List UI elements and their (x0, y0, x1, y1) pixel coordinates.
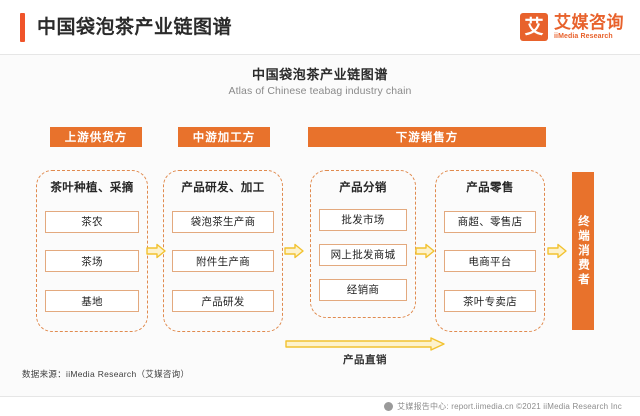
brand-logo: 艾 艾媒咨询 iiMedia Research (520, 13, 624, 41)
direct-sales-arrow-icon (285, 337, 445, 351)
list-item: 产品研发 (172, 290, 274, 313)
page-header: 中国袋泡茶产业链图谱 艾 艾媒咨询 iiMedia Research (0, 0, 640, 55)
band-upstream: 上游供货方 (50, 127, 142, 147)
brand-name-cn: 艾媒咨询 (554, 12, 624, 32)
list-item: 商超、零售店 (444, 210, 536, 233)
brand-name-en: iiMedia Research (554, 32, 613, 40)
list-item: 袋泡茶生产商 (172, 210, 274, 233)
list-item: 批发市场 (319, 208, 407, 231)
stage-item-list: 批发市场 网上批发商城 经销商 (319, 202, 407, 307)
stage-retail: 产品零售 商超、零售店 电商平台 茶叶专卖店 (435, 170, 545, 332)
end-consumer-label: 终端消费者 (577, 214, 589, 288)
stage-item-list: 商超、零售店 电商平台 茶叶专卖店 (444, 202, 536, 321)
list-item: 网上批发商城 (319, 243, 407, 266)
stage-processing: 产品研发、加工 袋泡茶生产商 附件生产商 产品研发 (163, 170, 283, 332)
list-item: 基地 (45, 290, 139, 313)
list-item: 茶叶专卖店 (444, 290, 536, 313)
arrow-right-icon (146, 243, 166, 259)
stage-label: 产品零售 (466, 182, 514, 194)
list-item: 茶场 (45, 250, 139, 273)
stage-item-list: 茶农 茶场 基地 (45, 202, 139, 321)
footer-text: 艾媒报告中心: report.iimedia.cn ©2021 iiMedia … (397, 402, 622, 411)
list-item: 电商平台 (444, 250, 536, 273)
source-note: 数据来源：iiMedia Research（艾媒咨询） (22, 369, 190, 379)
stage-item-list: 袋泡茶生产商 附件生产商 产品研发 (172, 202, 274, 321)
header-accent-bar (20, 13, 25, 42)
arrow-right-icon (415, 243, 435, 259)
stage-distribution: 产品分销 批发市场 网上批发商城 经销商 (310, 170, 416, 318)
brand-text: 艾媒咨询 iiMedia Research (554, 12, 624, 41)
stage-planting: 茶叶种植、采摘 茶农 茶场 基地 (36, 170, 148, 332)
end-consumer-bar: 终端消费者 (572, 172, 594, 330)
stage-label: 产品研发、加工 (181, 182, 265, 194)
list-item: 经销商 (319, 278, 407, 301)
stage-label: 茶叶种植、采摘 (50, 182, 134, 194)
direct-sales-label: 产品直销 (343, 354, 387, 366)
arrow-right-icon (547, 243, 567, 259)
brand-mark-icon: 艾 (520, 13, 548, 41)
list-item: 茶农 (45, 210, 139, 233)
chart-title: 中国袋泡茶产业链图谱 (251, 67, 388, 82)
band-downstream: 下游销售方 (308, 127, 546, 147)
list-item: 附件生产商 (172, 250, 274, 273)
stage-label: 产品分销 (339, 182, 387, 194)
band-midstream: 中游加工方 (178, 127, 270, 147)
report-center-icon (384, 402, 394, 411)
page-footer: 艾媒报告中心: report.iimedia.cn ©2021 iiMedia … (0, 396, 640, 416)
page-title: 中国袋泡茶产业链图谱 (37, 17, 233, 38)
chart-subtitle: Atlas of Chinese teabag industry chain (228, 85, 412, 97)
arrow-right-icon (284, 243, 304, 259)
